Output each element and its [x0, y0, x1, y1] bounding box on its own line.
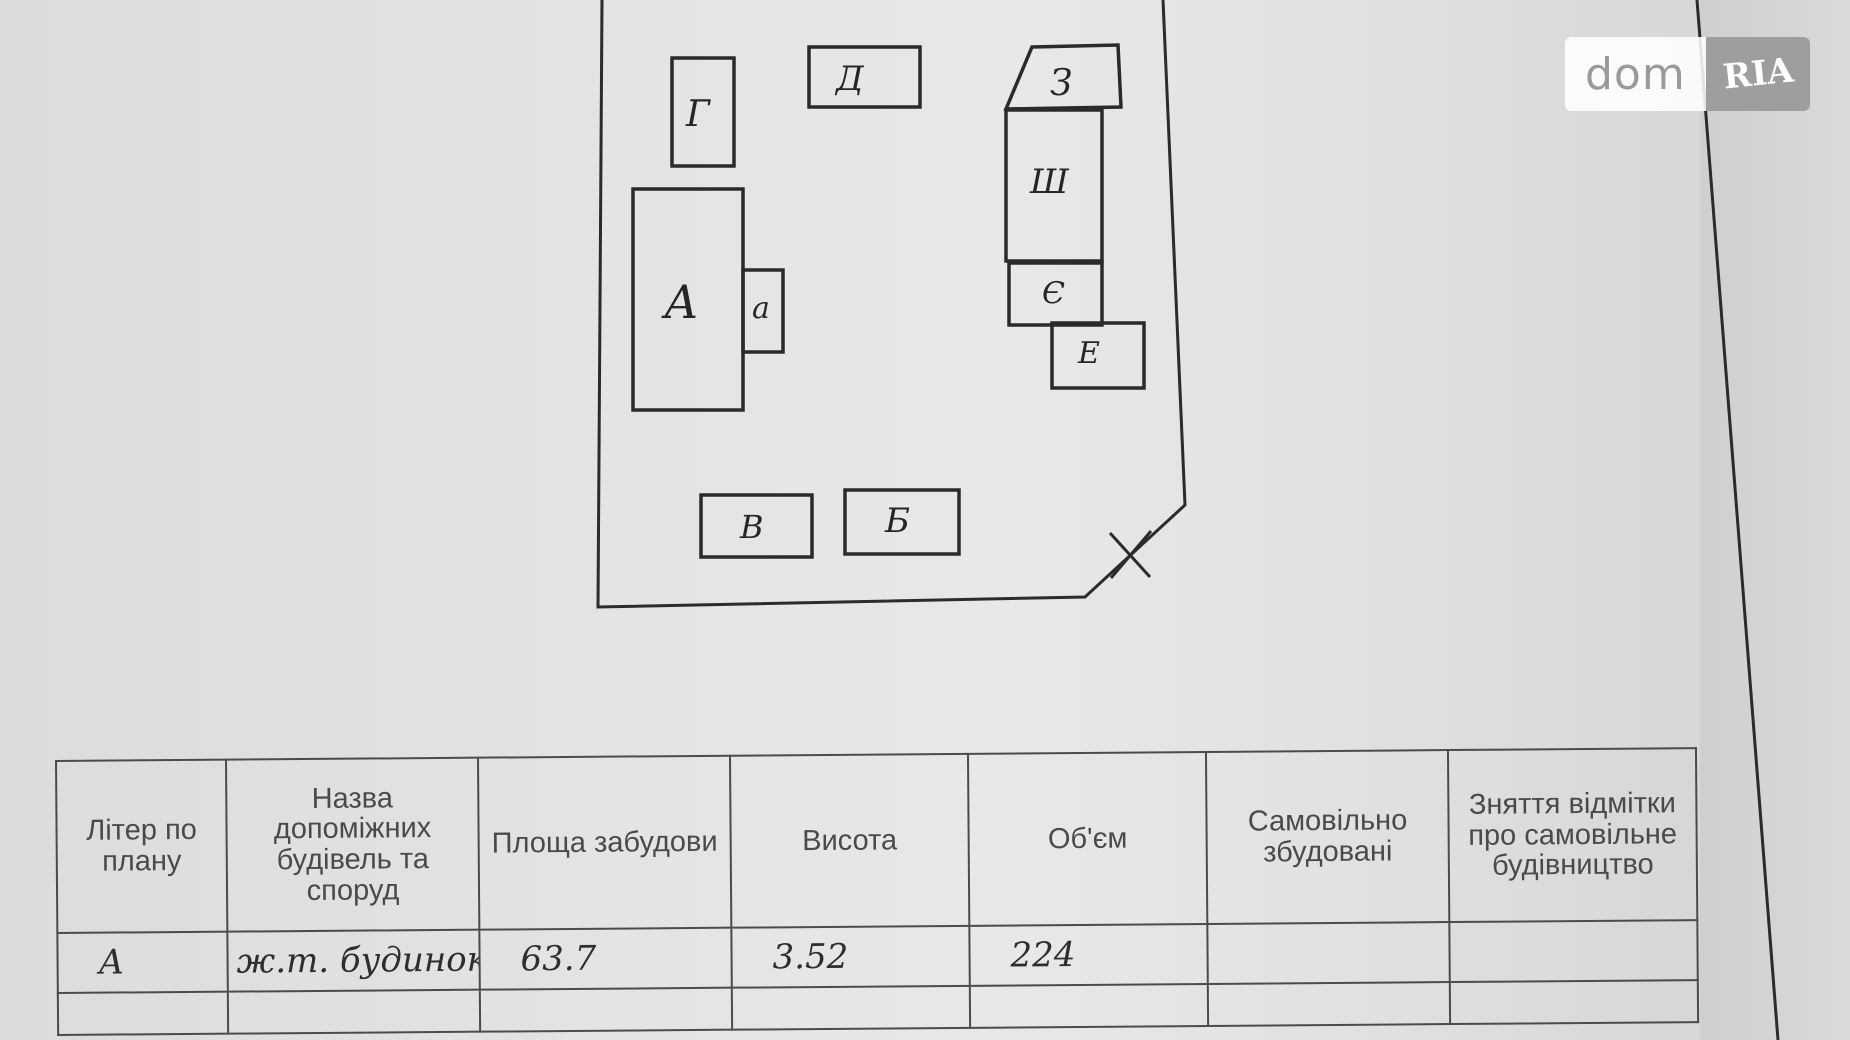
cell-liter: А	[57, 931, 228, 993]
header-area: Площа забудови	[477, 755, 732, 930]
cell-name: ж.т. будинок	[227, 929, 480, 992]
cell-unauthorized	[1207, 922, 1450, 984]
buildings-table: Літер по плану Назва допоміжних будівель…	[55, 747, 1699, 1036]
cell-area	[479, 987, 733, 1032]
annex-a-label: а	[752, 291, 770, 326]
header-height: Висота	[729, 753, 970, 928]
watermark-text: dom	[1585, 48, 1686, 100]
cell-volume	[969, 983, 1209, 1028]
building-ye	[1007, 261, 1104, 327]
buildings-table-wrap: Літер по плану Назва допоміжних будівель…	[55, 747, 1699, 1040]
building-g-label: Г	[685, 94, 711, 135]
cell-unauthorized	[1207, 982, 1451, 1026]
header-unauthorized: Самовільно збудовані	[1205, 750, 1450, 924]
table-header-row: Літер по плану Назва допоміжних будівель…	[56, 748, 1698, 933]
building-a-label: А	[661, 275, 699, 329]
building-d	[807, 45, 922, 109]
header-volume: Об'єм	[967, 751, 1208, 926]
compass-mark-line-2	[1109, 530, 1153, 579]
domria-watermark: dom RIA	[1565, 37, 1810, 111]
building-d-label: Д	[834, 59, 865, 99]
building-v	[699, 493, 814, 559]
cell-removal	[1449, 920, 1698, 983]
annex-a	[741, 268, 785, 354]
building-e	[1050, 321, 1146, 390]
watermark-badge-text: RIA	[1720, 50, 1796, 98]
building-v-label: В	[739, 508, 764, 546]
building-z-label: З	[1050, 63, 1072, 104]
header-liter: Літер по плану	[56, 759, 228, 933]
building-b	[843, 488, 961, 556]
building-b-label: Б	[884, 501, 910, 541]
cell-removal	[1449, 980, 1699, 1025]
cell-volume: 224	[969, 923, 1208, 986]
building-ye-label: Є	[1042, 276, 1065, 311]
cell-area: 63.7	[479, 927, 732, 990]
cell-height: 3.52	[731, 925, 970, 988]
cell-name	[227, 989, 481, 1034]
adjacent-page-edge	[1700, 0, 1850, 1040]
building-z	[1003, 43, 1123, 111]
cell-height	[731, 985, 971, 1030]
header-name: Назва допоміжних будівель та споруд	[226, 757, 480, 932]
building-e-label: Е	[1077, 336, 1100, 371]
building-sh-label: Ш	[1029, 162, 1070, 202]
page-border-line	[1695, 0, 1780, 1040]
building-g	[670, 56, 736, 168]
lot-boundary	[596, 0, 1187, 609]
watermark-badge: RIA	[1706, 37, 1810, 111]
header-removal: Зняття відмітки про самовільне будівницт…	[1447, 748, 1698, 923]
cell-liter	[57, 991, 229, 1035]
building-sh	[1004, 108, 1104, 263]
